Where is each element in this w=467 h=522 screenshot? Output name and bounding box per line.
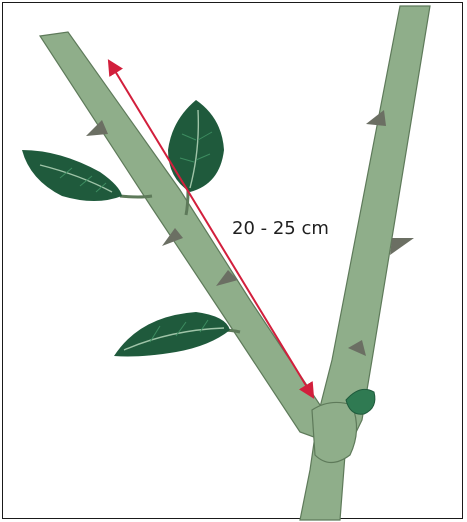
- leaf: [22, 150, 122, 201]
- stem-junction: [312, 402, 357, 462]
- leaf: [168, 100, 224, 192]
- leaf-stalk: [120, 196, 152, 197]
- thorn: [366, 110, 386, 126]
- leaf: [114, 312, 230, 357]
- measurement-label: 20 - 25 cm: [232, 218, 329, 239]
- leaf-stalk: [186, 190, 188, 215]
- thorn: [390, 238, 414, 255]
